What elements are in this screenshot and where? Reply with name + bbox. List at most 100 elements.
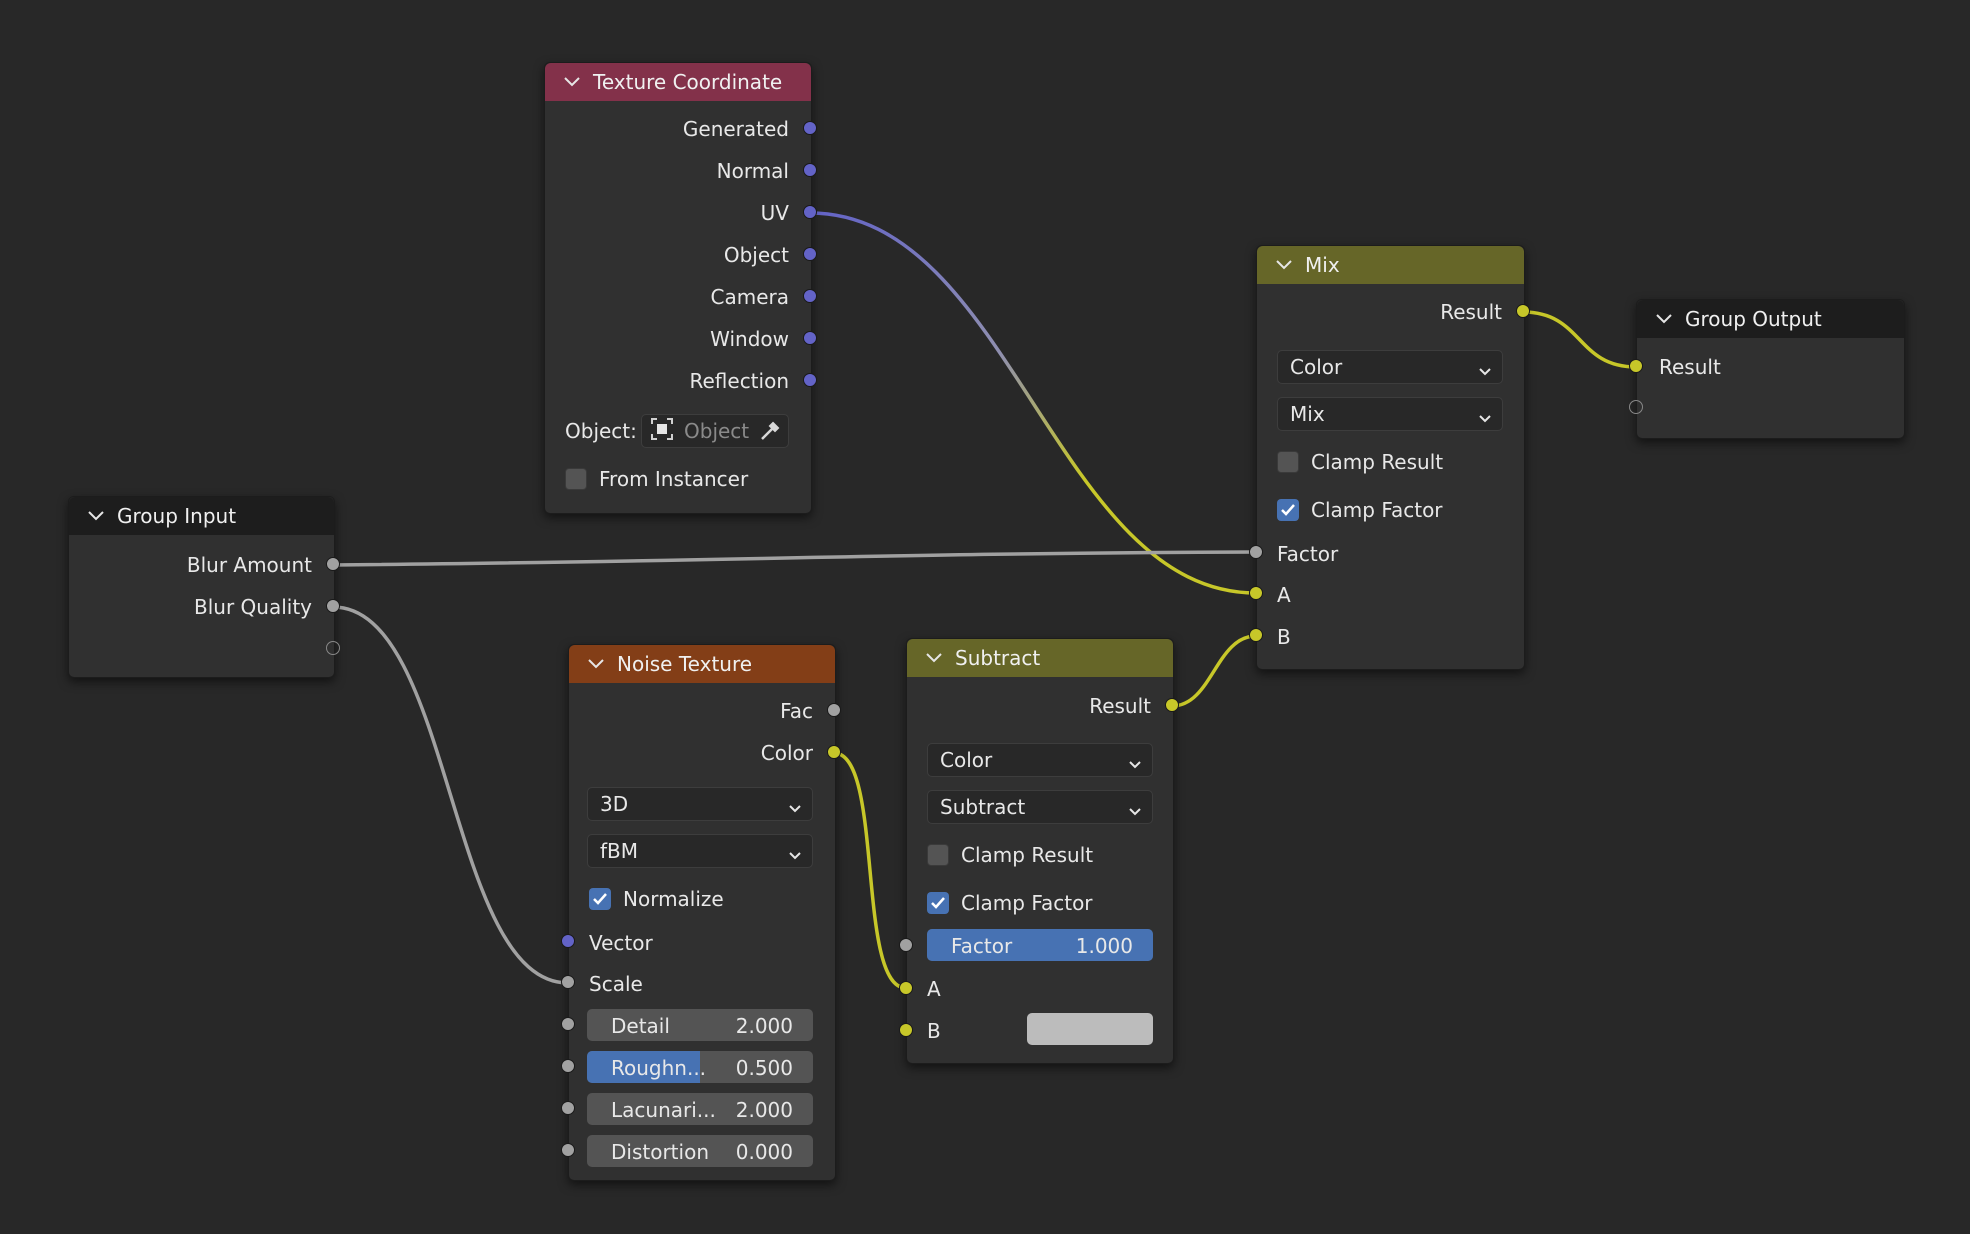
socket-window[interactable]: [803, 331, 817, 345]
socket-blur-quality[interactable]: [326, 599, 340, 613]
socket-mix-b[interactable]: [1249, 628, 1263, 642]
socket-mix-a[interactable]: [1249, 586, 1263, 600]
input-label-a: A: [927, 977, 941, 1001]
socket-subtract-factor[interactable]: [899, 938, 913, 952]
node-header[interactable]: Group Input: [69, 497, 334, 535]
socket-uv[interactable]: [803, 205, 817, 219]
output-label-window: Window: [710, 327, 789, 351]
socket-subtract-a[interactable]: [899, 981, 913, 995]
detail-field[interactable]: Detail 2.000: [587, 1009, 813, 1041]
checkbox-box[interactable]: [565, 468, 587, 490]
socket-subtract-b[interactable]: [899, 1023, 913, 1037]
node-header[interactable]: Mix: [1257, 246, 1524, 284]
node-title: Mix: [1305, 253, 1340, 277]
normalize-checkbox[interactable]: Normalize: [589, 887, 724, 911]
chevron-down-icon[interactable]: [1275, 259, 1293, 271]
noise-texture-node[interactable]: Noise Texture Fac Color 3D fBM Normalize…: [568, 644, 836, 1181]
input-label-a: A: [1277, 583, 1291, 607]
link-subtract-result-to-mix-b: [1170, 634, 1258, 708]
dimensions-dropdown[interactable]: 3D: [587, 787, 813, 821]
socket-lacunarity[interactable]: [561, 1101, 575, 1115]
node-header[interactable]: Texture Coordinate: [545, 63, 811, 101]
socket-reflection[interactable]: [803, 373, 817, 387]
factor-fill: [927, 929, 1153, 961]
socket-vector[interactable]: [561, 934, 575, 948]
link-uv-to-mix-a: [808, 211, 1258, 595]
field-label: Detail: [611, 1014, 670, 1038]
dropdown-value: 3D: [600, 792, 629, 816]
object-cube-icon: [650, 417, 674, 446]
from-instancer-checkbox[interactable]: From Instancer: [565, 467, 748, 491]
blend-mode-dropdown[interactable]: Subtract: [927, 790, 1153, 824]
object-label: Object:: [565, 419, 637, 443]
object-placeholder: Object: [684, 419, 750, 443]
checkbox-box[interactable]: [927, 892, 949, 914]
chevron-down-icon[interactable]: [1655, 313, 1673, 325]
data-type-dropdown[interactable]: Color: [927, 743, 1153, 777]
socket-roughness[interactable]: [561, 1059, 575, 1073]
group-input-node[interactable]: Group Input Blur Amount Blur Quality: [68, 496, 335, 678]
noise-type-dropdown[interactable]: fBM: [587, 834, 813, 868]
socket-blur-amount[interactable]: [326, 557, 340, 571]
chevron-down-icon: [788, 797, 802, 821]
input-label-factor: Factor: [1277, 542, 1339, 566]
factor-field[interactable]: Factor 1.000: [927, 929, 1153, 961]
clamp-result-checkbox[interactable]: Clamp Result: [927, 843, 1093, 867]
output-label-blur-amount: Blur Amount: [186, 553, 312, 577]
input-label-vector: Vector: [589, 931, 653, 955]
eyedropper-icon[interactable]: [758, 419, 782, 448]
socket-object[interactable]: [803, 247, 817, 261]
texture-coordinate-node[interactable]: Texture Coordinate Generated Normal UV O…: [544, 62, 812, 514]
chevron-down-icon[interactable]: [563, 76, 581, 88]
output-label-fac: Fac: [780, 699, 813, 723]
node-header[interactable]: Group Output: [1637, 300, 1904, 338]
socket-detail[interactable]: [561, 1017, 575, 1031]
socket-fac[interactable]: [827, 703, 841, 717]
group-output-node[interactable]: Group Output Result: [1636, 299, 1905, 439]
checkbox-label: Normalize: [623, 887, 724, 911]
socket-normal[interactable]: [803, 163, 817, 177]
link-noise-color-to-subtract-a: [832, 751, 908, 990]
clamp-result-checkbox[interactable]: Clamp Result: [1277, 450, 1443, 474]
output-label-color: Color: [760, 741, 813, 765]
node-header[interactable]: Subtract: [907, 639, 1173, 677]
socket-group-input-extend[interactable]: [326, 641, 340, 655]
chevron-down-icon[interactable]: [587, 658, 605, 670]
field-value: 0.500: [735, 1056, 793, 1080]
blend-mode-dropdown[interactable]: Mix: [1277, 397, 1503, 431]
clamp-factor-checkbox[interactable]: Clamp Factor: [927, 891, 1093, 915]
checkbox-box[interactable]: [1277, 451, 1299, 473]
socket-camera[interactable]: [803, 289, 817, 303]
socket-distortion[interactable]: [561, 1143, 575, 1157]
socket-noise-color[interactable]: [827, 745, 841, 759]
socket-mix-result[interactable]: [1516, 304, 1530, 318]
socket-mix-factor[interactable]: [1249, 545, 1263, 559]
checkbox-label: Clamp Result: [961, 843, 1094, 867]
socket-subtract-result[interactable]: [1165, 698, 1179, 712]
dropdown-value: Color: [940, 748, 993, 772]
lacunarity-field[interactable]: Lacunari... 2.000: [587, 1093, 813, 1125]
checkbox-box[interactable]: [927, 844, 949, 866]
field-value: 0.000: [735, 1140, 793, 1164]
color-b-swatch[interactable]: [1027, 1013, 1153, 1045]
clamp-factor-checkbox[interactable]: Clamp Factor: [1277, 498, 1443, 522]
checkbox-box[interactable]: [589, 888, 611, 910]
socket-group-output-extend[interactable]: [1629, 400, 1643, 414]
object-picker[interactable]: Object: [641, 414, 789, 448]
chevron-down-icon[interactable]: [925, 652, 943, 664]
socket-scale[interactable]: [561, 975, 575, 989]
socket-group-output-result[interactable]: [1629, 359, 1643, 373]
link-blur-quality-to-noise-scale: [331, 605, 570, 985]
data-type-dropdown[interactable]: Color: [1277, 350, 1503, 384]
node-header[interactable]: Noise Texture: [569, 645, 835, 683]
mix-node[interactable]: Mix Result Color Mix Clamp Result Clamp …: [1256, 245, 1525, 670]
roughness-field[interactable]: Roughn... 0.500: [587, 1051, 813, 1083]
distortion-field[interactable]: Distortion 0.000: [587, 1135, 813, 1167]
output-label-normal: Normal: [716, 159, 789, 183]
checkbox-box[interactable]: [1277, 499, 1299, 521]
chevron-down-icon[interactable]: [87, 510, 105, 522]
socket-generated[interactable]: [803, 121, 817, 135]
subtract-node[interactable]: Subtract Result Color Subtract Clamp Res…: [906, 638, 1174, 1064]
check-icon: [593, 893, 607, 905]
